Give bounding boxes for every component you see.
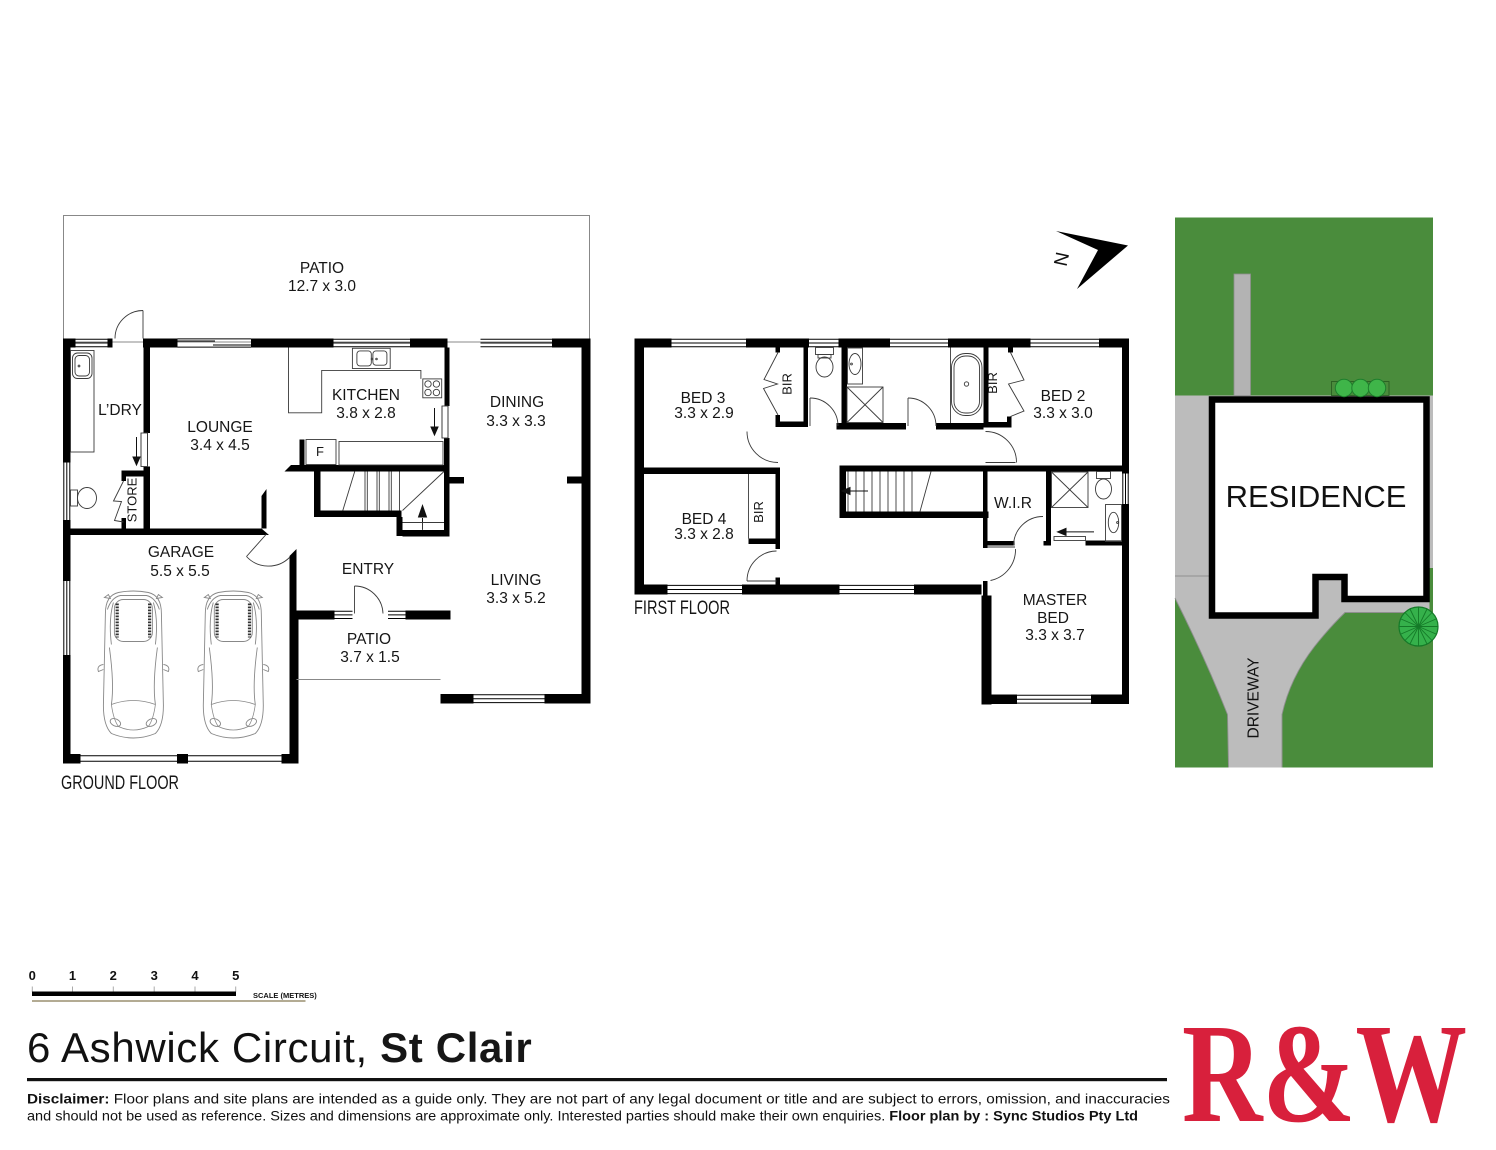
svg-text:MASTER: MASTER: [1023, 592, 1088, 609]
svg-text:FIRST FLOOR: FIRST FLOOR: [634, 598, 730, 619]
svg-text:BIR: BIR: [985, 372, 1000, 394]
svg-text:L’DRY: L’DRY: [98, 402, 142, 419]
svg-text:5: 5: [232, 968, 239, 983]
svg-text:KITCHEN: KITCHEN: [332, 387, 400, 404]
svg-text:0: 0: [29, 968, 36, 983]
svg-text:BED: BED: [1037, 610, 1069, 627]
svg-text:LOUNGE: LOUNGE: [187, 419, 252, 436]
svg-text:3.3 x 5.2: 3.3 x 5.2: [486, 590, 545, 607]
svg-text:3: 3: [151, 968, 158, 983]
svg-text:3.3 x 2.9: 3.3 x 2.9: [674, 405, 733, 422]
svg-text:4: 4: [191, 968, 199, 983]
svg-text:3.8 x 2.8: 3.8 x 2.8: [336, 405, 395, 422]
svg-text:3.3 x 2.8: 3.3 x 2.8: [674, 526, 733, 543]
svg-text:and should not be used as refe: and should not be used as reference. Siz…: [27, 1108, 1138, 1124]
svg-text:3.3 x 3.7: 3.3 x 3.7: [1025, 627, 1084, 644]
svg-text:R&W: R&W: [1182, 994, 1467, 1150]
svg-text:2: 2: [110, 968, 117, 983]
svg-text:STORE: STORE: [125, 477, 140, 522]
svg-text:SCALE (METRES): SCALE (METRES): [253, 991, 317, 1000]
svg-text:PATIO: PATIO: [300, 260, 344, 277]
svg-text:DINING: DINING: [490, 394, 544, 411]
svg-text:3.3 x 3.0: 3.3 x 3.0: [1033, 405, 1093, 422]
svg-text:1: 1: [69, 968, 76, 983]
svg-text:W.I.R: W.I.R: [994, 495, 1032, 512]
svg-text:F: F: [316, 444, 324, 459]
svg-text:12.7 x 3.0: 12.7 x 3.0: [288, 278, 356, 295]
svg-text:BIR: BIR: [751, 501, 766, 523]
svg-text:GROUND FLOOR: GROUND FLOOR: [61, 773, 179, 794]
svg-text:DRIVEWAY: DRIVEWAY: [1246, 658, 1263, 739]
svg-text:3.3 x 3.3: 3.3 x 3.3: [486, 413, 545, 430]
svg-text:5.5 x 5.5: 5.5 x 5.5: [150, 563, 209, 580]
svg-text:LIVING: LIVING: [491, 572, 542, 589]
svg-text:BED 4: BED 4: [682, 511, 727, 528]
svg-text:BED 3: BED 3: [681, 390, 726, 407]
svg-text:ENTRY: ENTRY: [342, 561, 394, 578]
svg-text:Disclaimer: Floor plans and si: Disclaimer: Floor plans and site plans a…: [27, 1092, 1170, 1107]
svg-text:BIR: BIR: [780, 373, 795, 395]
svg-text:6 Ashwick Circuit, St Clair: 6 Ashwick Circuit, St Clair: [27, 1024, 532, 1071]
svg-text:PATIO: PATIO: [347, 631, 391, 648]
svg-text:GARAGE: GARAGE: [148, 544, 214, 561]
svg-text:3.4 x 4.5: 3.4 x 4.5: [190, 437, 249, 454]
svg-text:BED 2: BED 2: [1041, 388, 1086, 405]
svg-text:RESIDENCE: RESIDENCE: [1226, 479, 1407, 514]
svg-text:N: N: [1051, 250, 1074, 268]
svg-text:3.7 x 1.5: 3.7 x 1.5: [340, 649, 399, 666]
